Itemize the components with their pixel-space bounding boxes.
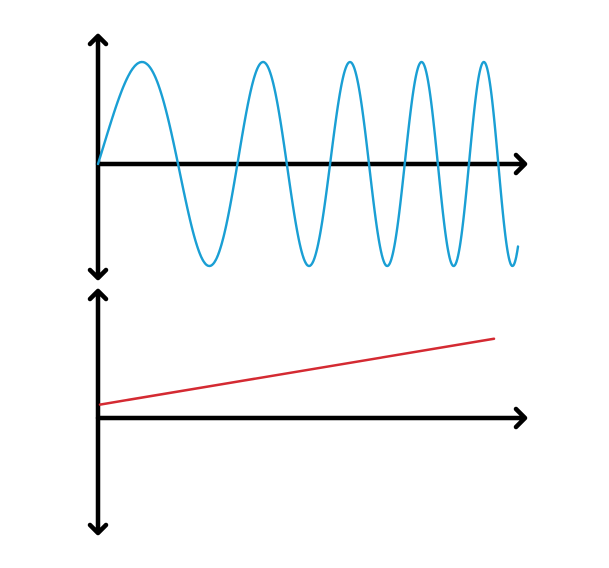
frequency-ramp-line — [98, 337, 496, 406]
top-y-axis-arrow — [87, 33, 109, 281]
bottom-panel — [87, 288, 528, 536]
chirp-signal-curve — [96, 60, 520, 268]
top-panel — [87, 33, 528, 281]
top-x-axis-arrow — [95, 152, 528, 176]
bottom-x-axis-arrow — [95, 406, 528, 430]
bottom-y-axis-arrow — [87, 288, 109, 536]
